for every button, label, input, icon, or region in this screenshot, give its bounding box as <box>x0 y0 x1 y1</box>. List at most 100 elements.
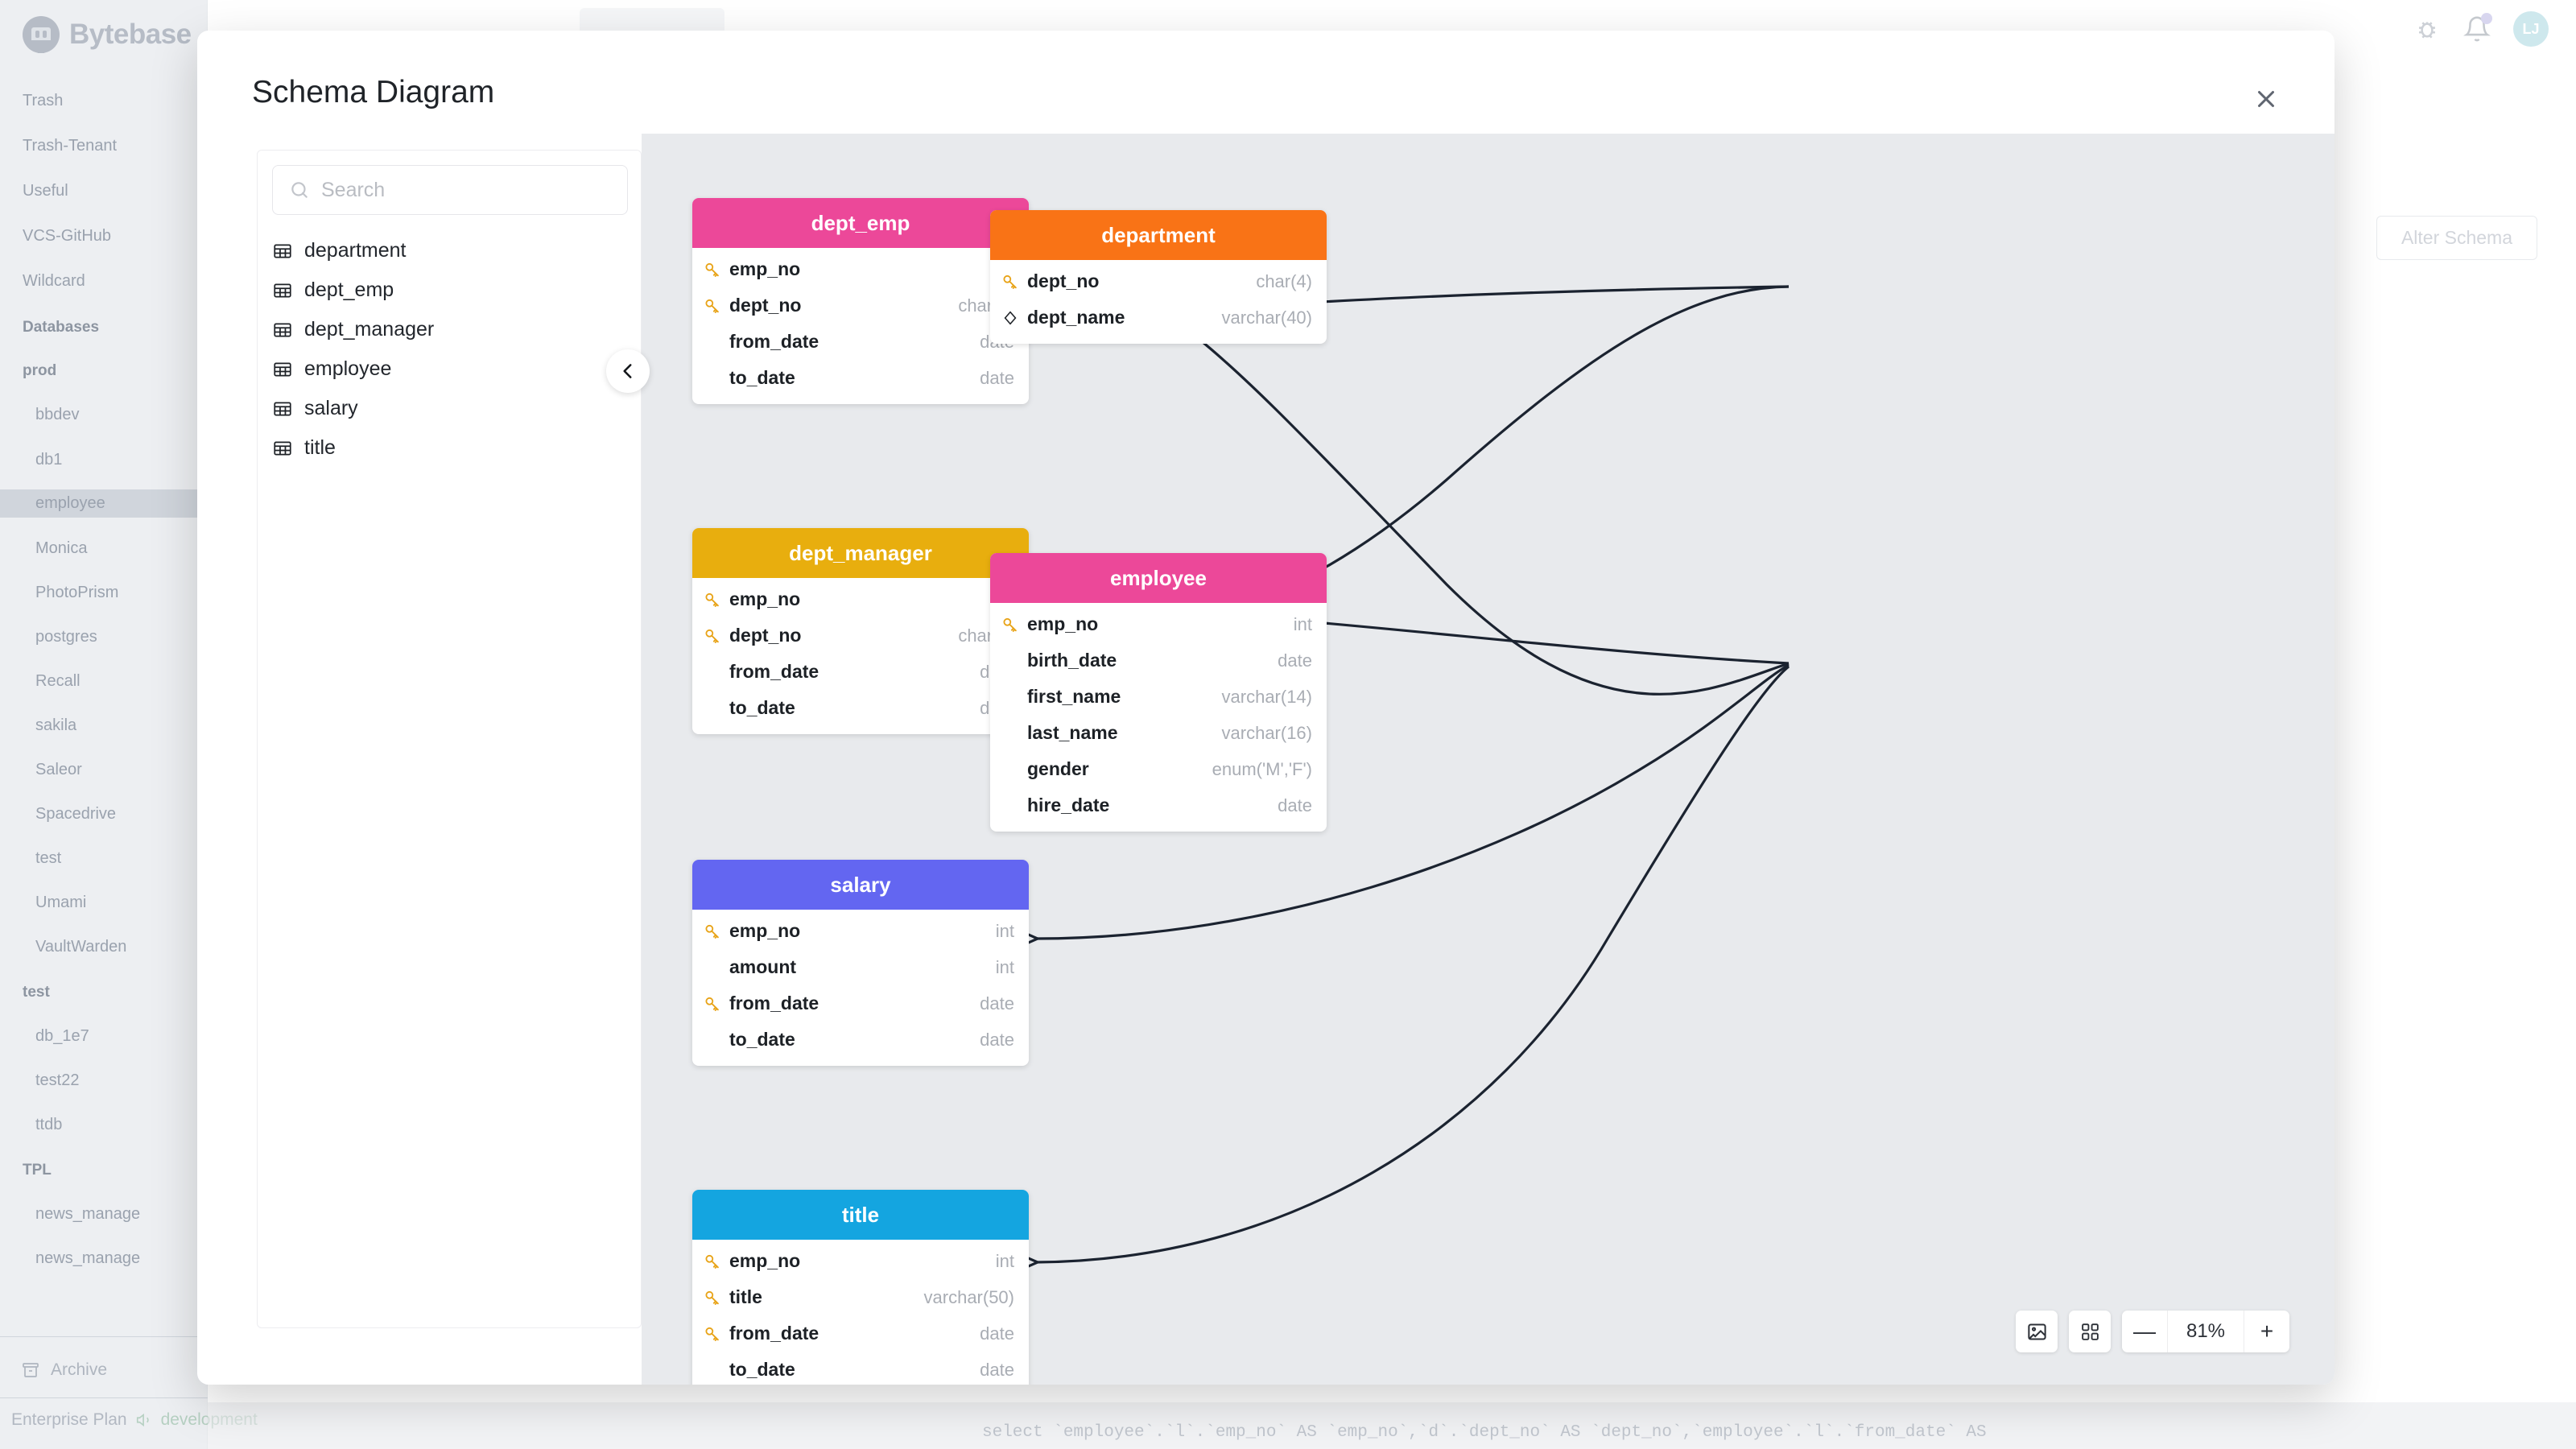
sidebar-item-saleor[interactable]: Saleor <box>35 761 82 778</box>
zoom-out-button[interactable]: — <box>2133 1319 2156 1344</box>
app-sidebar <box>0 0 208 1449</box>
table-list-item[interactable]: department <box>258 231 642 270</box>
sidebar-item-test22[interactable]: test22 <box>35 1071 80 1089</box>
sidebar-item-photoprism[interactable]: PhotoPrism <box>35 584 119 601</box>
zoom-in-button[interactable]: + <box>2260 1319 2274 1344</box>
sidebar-item-recall[interactable]: Recall <box>35 672 80 690</box>
table-icon <box>274 402 291 415</box>
layout-grid-button[interactable] <box>2069 1311 2111 1352</box>
sidebar-item-tpl[interactable]: TPL <box>23 1162 52 1179</box>
sidebar-item-ttdb[interactable]: ttdb <box>35 1116 63 1133</box>
app-brand[interactable]: Bytebase <box>23 16 192 53</box>
column-name: title <box>729 1286 762 1307</box>
alter-schema-button[interactable]: Alter Schema <box>2376 216 2537 260</box>
column-type: date <box>1278 795 1312 815</box>
sidebar-item-trash-tenant[interactable]: Trash-Tenant <box>23 137 118 155</box>
sidebar-item-vcs-github[interactable]: VCS-GitHub <box>23 227 112 245</box>
table-list-item[interactable]: employee <box>258 349 642 389</box>
search-box[interactable] <box>272 165 628 215</box>
sidebar-item-db-1e7[interactable]: db_1e7 <box>35 1027 89 1045</box>
column-type: int <box>995 1250 1014 1271</box>
column-name: to_date <box>729 1359 795 1380</box>
sidebar-item-test[interactable]: test <box>23 984 50 1001</box>
column-name: dept_name <box>1027 307 1125 328</box>
column-name: emp_no <box>729 920 801 941</box>
sidebar-item-employee[interactable]: employee <box>0 489 208 518</box>
sidebar-item-spacedrive[interactable]: Spacedrive <box>35 805 117 823</box>
sidebar-item-vaultwarden[interactable]: VaultWarden <box>35 938 127 956</box>
column-type: varchar(40) <box>1221 307 1312 328</box>
table-list-item[interactable]: salary <box>258 389 642 428</box>
table-list-item[interactable]: dept_manager <box>258 310 642 349</box>
sidebar-item-db1[interactable]: db1 <box>35 451 63 469</box>
node-title: title <box>692 1190 1029 1240</box>
sidebar-item-monica[interactable]: Monica <box>35 539 88 557</box>
column-type: varchar(50) <box>923 1286 1014 1307</box>
diagram-canvas[interactable]: dept_empemp_nointdept_nochar(4)from_date… <box>642 134 2334 1385</box>
node-column[interactable]: dept_name varchar(40) <box>990 299 1327 336</box>
column-name: emp_no <box>729 1250 801 1271</box>
sidebar-item-umami[interactable]: Umami <box>35 894 87 911</box>
column-name: to_date <box>729 367 795 388</box>
table-list-item[interactable]: title <box>258 428 642 468</box>
export-image-button[interactable] <box>2016 1311 2058 1352</box>
sidebar-item-wildcard[interactable]: Wildcard <box>23 272 85 290</box>
bug-icon[interactable] <box>2413 15 2441 43</box>
search-input[interactable] <box>321 178 611 202</box>
column-name: hire_date <box>1027 795 1110 815</box>
node-column[interactable]: hire_date date <box>990 787 1327 824</box>
collapse-panel-button[interactable] <box>606 349 650 393</box>
diagram-node-dept_emp[interactable]: dept_empemp_nointdept_nochar(4)from_date… <box>692 198 1029 404</box>
sidebar-item-postgres[interactable]: postgres <box>35 628 97 646</box>
sidebar-item-useful[interactable]: Useful <box>23 182 68 200</box>
sidebar-item-test[interactable]: test <box>35 849 62 867</box>
node-column[interactable]: emp_no int <box>692 1243 1029 1279</box>
sidebar-item-sakila[interactable]: sakila <box>35 716 77 734</box>
close-icon[interactable] <box>2248 80 2285 118</box>
sidebar-item-prod[interactable]: prod <box>23 362 57 379</box>
primary-key-icon <box>705 924 719 939</box>
sidebar-item-databases[interactable]: Databases <box>23 319 100 336</box>
sidebar-item-trash[interactable]: Trash <box>23 92 64 109</box>
node-column[interactable]: title varchar(50) <box>692 1279 1029 1315</box>
column-name: from_date <box>729 1323 819 1344</box>
sidebar-item-bbdev[interactable]: bbdev <box>35 406 80 423</box>
table-list-item[interactable]: dept_emp <box>258 270 642 310</box>
sidebar-item-archive[interactable]: Archive <box>21 1360 107 1380</box>
primary-key-icon <box>705 592 719 607</box>
bell-icon[interactable] <box>2463 13 2492 43</box>
diagram-node-dept_manager[interactable]: dept_manageremp_nointdept_nochar(4)from_… <box>692 528 1029 734</box>
table-list-item-label: department <box>304 239 407 262</box>
avatar[interactable]: LJ <box>2513 11 2549 47</box>
node-title: dept_emp <box>692 198 1029 248</box>
sidebar-item-news-manage[interactable]: news_manage <box>35 1205 141 1223</box>
sidebar-item-news-manage[interactable]: news_manage <box>35 1249 141 1267</box>
no-key-spacer <box>704 369 721 387</box>
